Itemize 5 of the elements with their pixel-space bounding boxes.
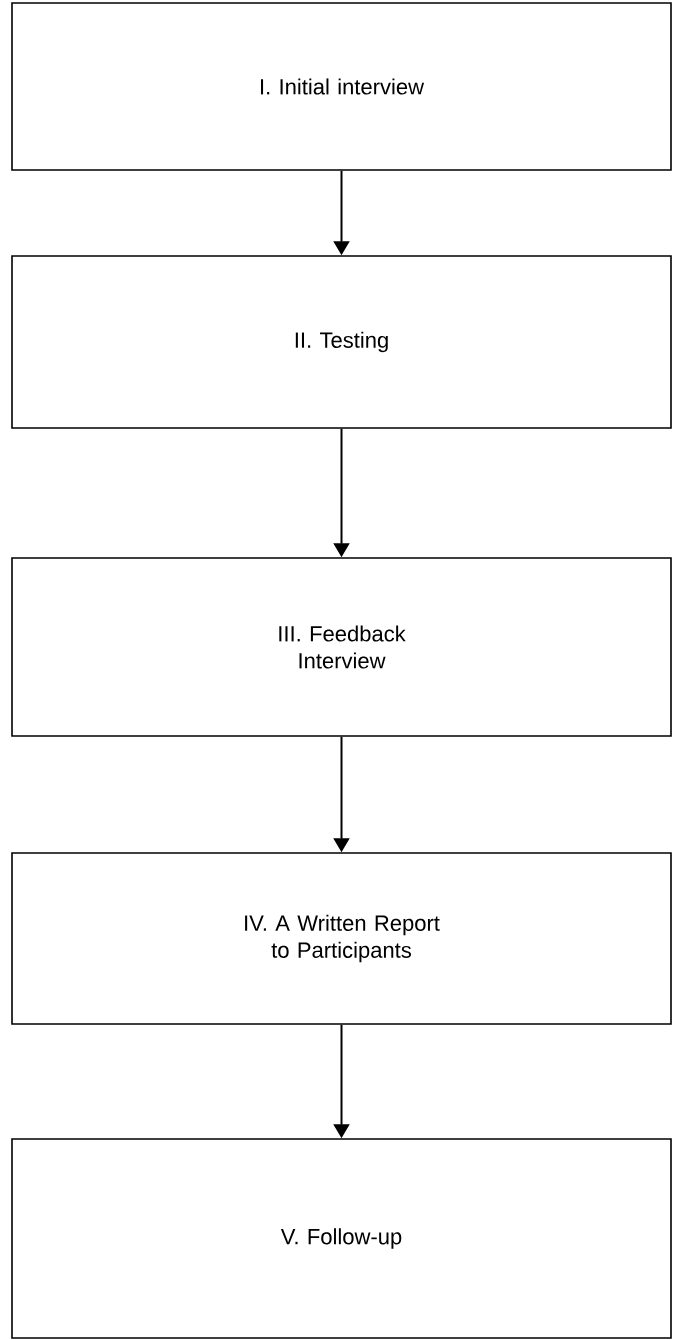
process-box: IV. A Written Report to Participants [11, 852, 672, 1025]
process-box: III. Feedback Interview [11, 557, 672, 737]
process-box: II. Testing [11, 255, 672, 429]
process-box: I. Initial interview [11, 2, 672, 171]
process-box: V. Follow-up [11, 1138, 672, 1339]
